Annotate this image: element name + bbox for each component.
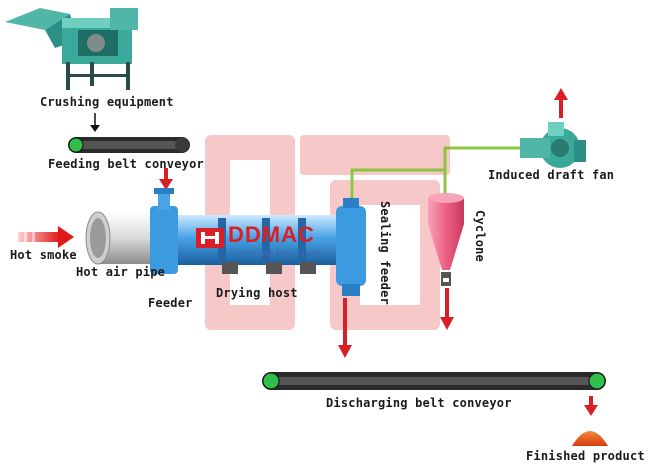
induced-draft-fan-icon [520,122,586,168]
hot-smoke-arrow [18,226,74,248]
label-crushing-equipment: Crushing equipment [40,95,174,109]
flow-arrow-cyclone-discharge [440,288,454,330]
label-drying-host: Drying host [216,286,298,300]
hot-air-pipe-icon [85,211,160,265]
discharging-belt-conveyor-icon [262,372,606,390]
label-hot-smoke: Hot smoke [10,248,77,262]
flow-arrowhead-crusher-to-belt [90,125,100,132]
label-hot-air-pipe: Hot air pipe [76,265,166,279]
crushing-equipment-icon [5,8,138,90]
label-sealing-feeder: Sealing feeder [378,201,392,305]
sealing-feeder-icon [336,198,366,296]
watermark-logo [205,135,450,330]
brand-name: DDMAC [228,222,315,247]
label-discharging-belt-conveyor: Discharging belt conveyor [326,396,512,410]
flow-arrow-to-product [584,396,598,416]
label-feeder: Feeder [148,296,193,310]
brand-tagline: Dongding Machinery [230,248,322,259]
label-feeding-belt-conveyor: Feeding belt conveyor [48,157,204,171]
brand-emblem [196,228,224,248]
label-cyclone: Cyclone [473,210,487,262]
label-induced-draft-fan: Induced draft fan [488,168,615,182]
feeding-belt-conveyor-icon [68,137,190,153]
label-finished-product: Finished product [526,449,645,463]
flow-arrow-feeder-discharge [338,298,352,358]
cyclone-icon [428,193,464,286]
flow-arrow-belt-to-feeder [159,168,173,190]
finished-product-icon [572,431,608,446]
exhaust-arrow [554,88,568,118]
